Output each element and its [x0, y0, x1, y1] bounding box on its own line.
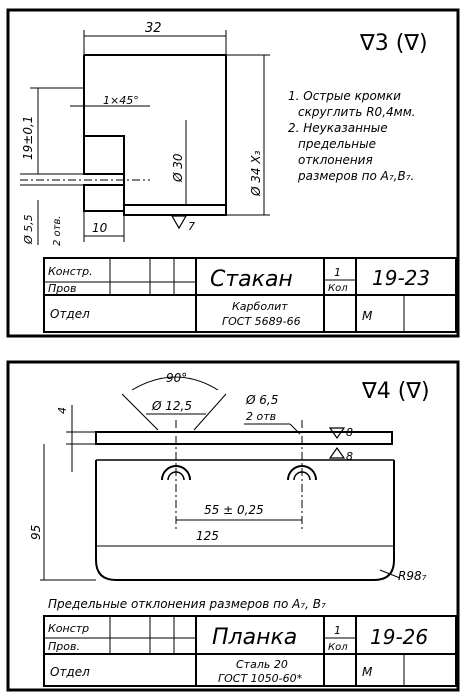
dim-height-left: 19±0,1: [21, 116, 35, 160]
plate-plan-outline: [95, 460, 395, 581]
tb1-material: Карболит: [232, 300, 288, 313]
part-stakan: [20, 54, 227, 216]
rough-bottom-value: 8: [346, 450, 353, 463]
tb2-qty: 1: [334, 624, 341, 637]
note-line-4: предельные: [298, 137, 376, 151]
hole-left: [161, 465, 191, 481]
dim-outer-dia: Ø 34 X₃: [249, 150, 263, 197]
tb1-konstr: Констр.: [48, 265, 93, 278]
dim-length: 125: [196, 529, 219, 543]
tb2-mark: M: [362, 665, 373, 679]
tb2-code: 19-26: [370, 625, 428, 649]
tb2-material: Сталь 20: [236, 658, 288, 671]
title-block-1: Констр. Пров Отдел Стакан 1 Кол 19-23 Ка…: [43, 257, 457, 333]
tb1-part-name: Стакан: [210, 267, 293, 292]
rough-top-value: 8: [346, 426, 353, 439]
tb2-konstr: Констр: [48, 622, 89, 635]
note-line-3: 2. Неуказанные: [288, 121, 388, 135]
roughness-symbol-2: ∇4 (∇): [361, 379, 430, 404]
tb1-prov: Пров: [48, 282, 76, 295]
tb2-prov: Пров.: [48, 640, 80, 653]
frame-2: [6, 360, 460, 692]
note-line-1: 1. Острые кромки: [288, 89, 401, 103]
note-2: Предельные отклонения размеров по A₇, B₇: [48, 597, 326, 611]
drawing-2: ∇4 (∇) 90° Ø 12,5 Ø 6,5 2 отв 4 8 8: [6, 360, 460, 692]
dim-counter-dia: Ø 12,5: [151, 399, 192, 413]
tb2-part-name: Планка: [212, 625, 297, 650]
dim-center-dist: 55 ± 0,25: [204, 503, 264, 517]
plate-section: [95, 431, 393, 445]
note-line-2: скруглить R0,4мм.: [298, 105, 416, 119]
dim-chamfer: 1×45°: [103, 94, 139, 107]
dim-wall: 10: [92, 221, 108, 235]
roughness-value: 7: [188, 220, 195, 233]
dim-hole-dia-2: Ø 6,5: [245, 393, 278, 407]
hole-right: [287, 465, 317, 481]
dim-inner-dia: Ø 30: [171, 153, 185, 183]
notes-1: 1. Острые кромки скруглить R0,4мм. 2. Не…: [288, 89, 416, 183]
dim-width: 32: [145, 21, 162, 36]
tb1-kol: Кол: [328, 283, 348, 294]
note-line-6: размеров по A₇,B₇.: [297, 169, 414, 183]
title-block-2: Констр Пров. Отдел Планка 1 Кол 19-26 Ст…: [43, 615, 457, 687]
frame-1: [6, 8, 460, 338]
tb2-kol: Кол: [328, 642, 348, 653]
roughness-triangle-bottom-icon: [328, 446, 346, 459]
dim-radius: R98₇: [398, 569, 427, 583]
dim-height: 95: [29, 525, 43, 540]
dim-hole-dia: Ø 5,5: [22, 214, 35, 245]
tb2-standard: ГОСТ 1050-60*: [218, 672, 303, 685]
tb1-code: 19-23: [372, 266, 430, 290]
tb1-qty: 1: [334, 266, 341, 279]
roughness-triangle-top-icon: [328, 427, 346, 440]
roughness-triangle-icon: [170, 215, 188, 230]
tb1-standard: ГОСТ 5689-66: [222, 315, 301, 328]
roughness-symbol-1: ∇3 (∇): [359, 31, 428, 56]
dim-holes-2: 2 отв: [246, 410, 276, 423]
drawing-1: ∇3 (∇) 32 1×45°: [6, 8, 460, 338]
dim-thickness: 4: [56, 407, 69, 414]
dim-holes: 2 отв.: [52, 215, 63, 246]
tb1-mark: M: [362, 309, 373, 323]
dim-angle: 90°: [166, 371, 187, 385]
tb2-otdel: Отдел: [50, 665, 90, 679]
tb1-otdel: Отдел: [50, 307, 90, 321]
note-line-5: отклонения: [298, 153, 373, 167]
